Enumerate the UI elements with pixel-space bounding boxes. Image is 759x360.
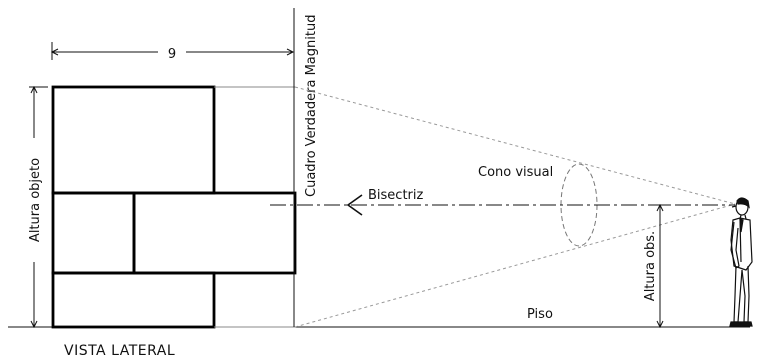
view-title: VISTA LATERAL — [64, 343, 175, 359]
true-magnitude-label: Cuadro Verdadera Magnitud — [304, 15, 319, 197]
cone-ray-top — [294, 86, 736, 205]
object-height-label: Altura objeto — [28, 158, 43, 242]
object-height-dimension — [29, 85, 48, 329]
brick-mid-left — [51, 191, 136, 275]
bisector-label: Bisectriz — [368, 188, 424, 203]
brick-top-left — [51, 85, 216, 195]
brick-wall — [51, 85, 297, 329]
observer-height-dimension — [655, 203, 668, 329]
observer-figure — [729, 197, 753, 327]
bisector-arrow — [346, 194, 363, 216]
cone-ray-bottom — [294, 203, 736, 328]
brick-bottom — [51, 271, 216, 329]
floor-label: Piso — [527, 307, 553, 322]
observer-height-label: Altura obs. — [643, 231, 658, 301]
width-dimension-label: 9 — [168, 47, 176, 62]
width-dimension — [50, 42, 295, 60]
visual-cone-label: Cono visual — [478, 165, 553, 180]
